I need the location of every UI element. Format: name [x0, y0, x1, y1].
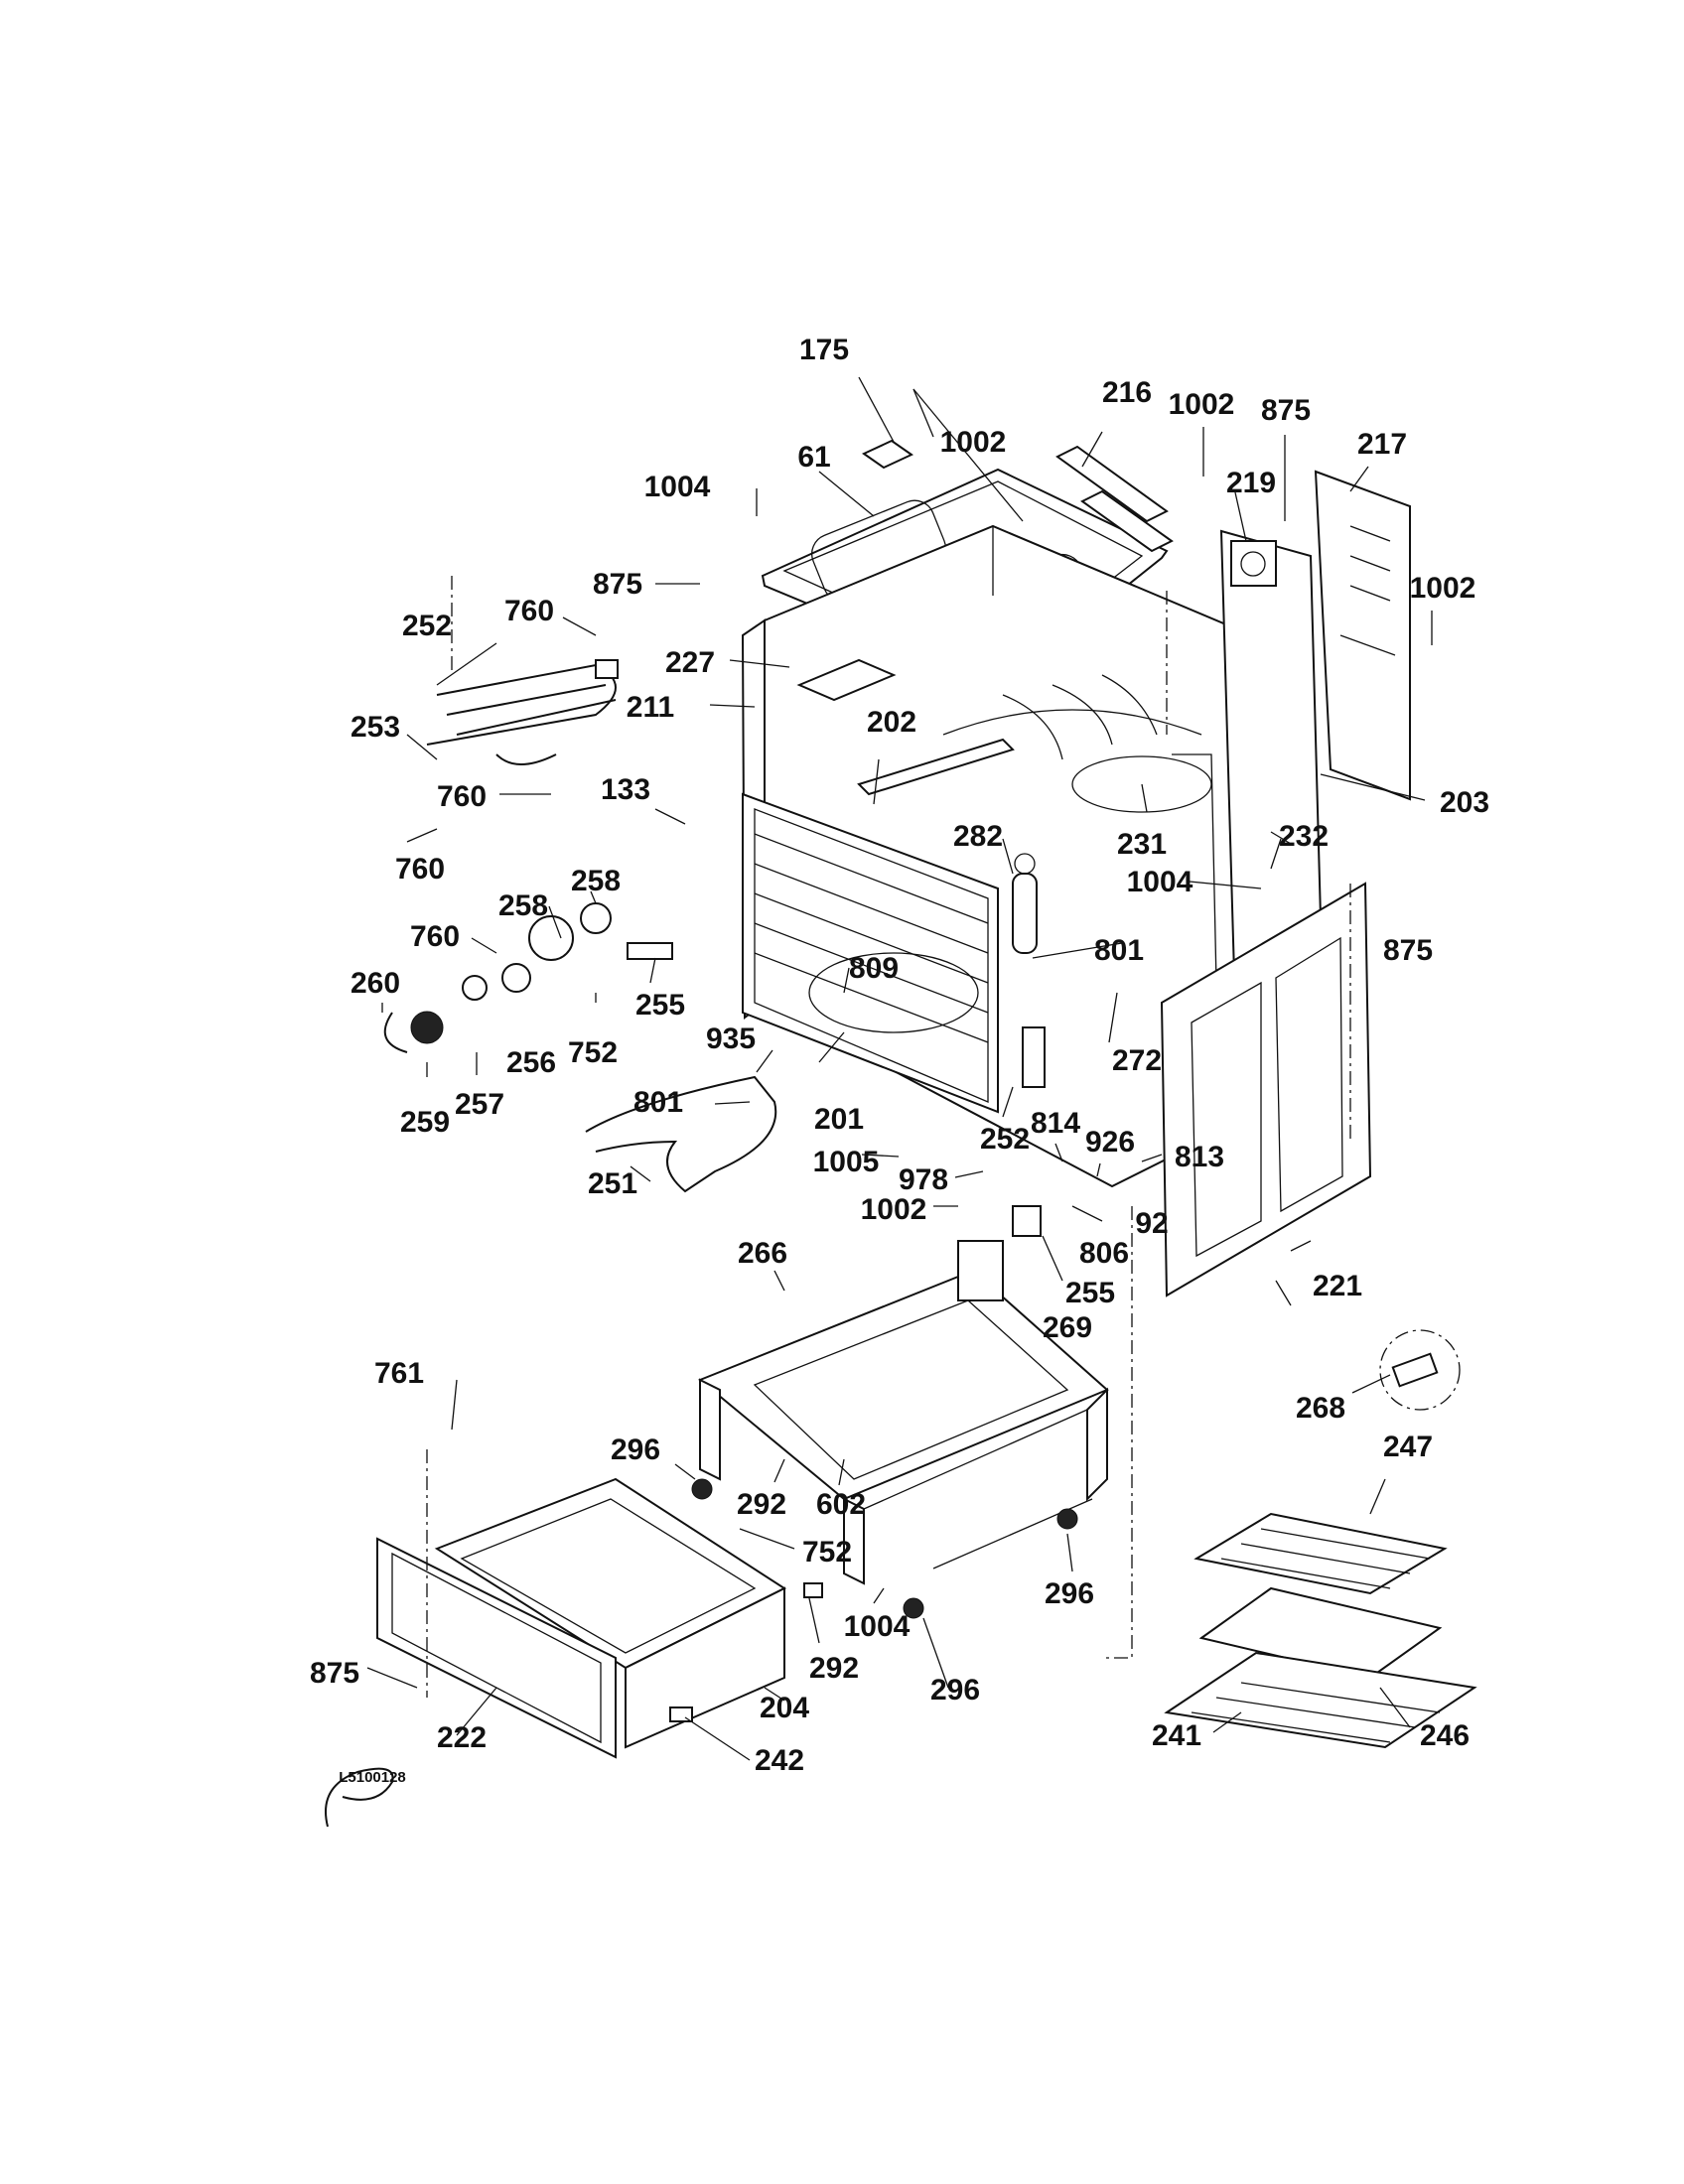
- label-246: 246: [1420, 1719, 1470, 1752]
- label-1004-top: 1004: [644, 471, 711, 503]
- label-875-right: 875: [1383, 934, 1433, 967]
- leader-lines: [366, 376, 1433, 1761]
- label-1004-mid: 1004: [1127, 866, 1193, 898]
- label-809: 809: [849, 952, 899, 985]
- label-752-left: 752: [568, 1036, 618, 1069]
- label-257: 257: [455, 1088, 504, 1121]
- vent-rail: [1055, 445, 1174, 553]
- label-242: 242: [755, 1744, 804, 1777]
- bake-element: [585, 1075, 777, 1193]
- light-assembly: [383, 902, 673, 1053]
- label-219: 219: [1226, 467, 1276, 499]
- label-133: 133: [601, 773, 650, 806]
- label-251: 251: [588, 1167, 637, 1200]
- label-258-a: 258: [571, 865, 621, 897]
- label-978: 978: [899, 1163, 948, 1196]
- label-255-left: 255: [635, 989, 685, 1022]
- junction-box: [1230, 540, 1277, 587]
- label-266: 266: [738, 1237, 787, 1270]
- label-256: 256: [506, 1046, 556, 1079]
- label-268: 268: [1296, 1392, 1345, 1425]
- part-labels: 175 1002 61 1004 216 1002 875 217 219 10…: [310, 334, 1489, 1786]
- label-202: 202: [867, 706, 916, 739]
- logo-code: L5100128: [339, 1769, 406, 1786]
- label-875-topright: 875: [1261, 394, 1311, 427]
- label-241: 241: [1152, 1719, 1201, 1752]
- label-260: 260: [351, 967, 400, 1000]
- label-875-left: 875: [593, 568, 642, 601]
- storage-drawer: [376, 1477, 787, 1759]
- label-1002-topright: 1002: [1169, 388, 1235, 421]
- label-216: 216: [1102, 376, 1152, 409]
- label-269: 269: [1043, 1311, 1092, 1344]
- label-203: 203: [1440, 786, 1489, 819]
- label-801-right: 801: [1094, 934, 1144, 967]
- door-hinge: [957, 1240, 1004, 1301]
- label-222: 222: [437, 1721, 487, 1754]
- label-1005: 1005: [813, 1146, 880, 1178]
- label-760-mid: 760: [437, 780, 487, 813]
- broiler-pan-and-rack: [1164, 1512, 1477, 1749]
- label-1002-right: 1002: [1410, 572, 1476, 605]
- label-258-b: 258: [498, 889, 548, 922]
- label-232: 232: [1279, 820, 1329, 853]
- detail-circle: [1379, 1329, 1461, 1411]
- label-296-c: 296: [930, 1674, 980, 1706]
- label-221: 221: [1313, 1270, 1362, 1302]
- label-252-left: 252: [402, 610, 452, 642]
- label-217: 217: [1357, 428, 1407, 461]
- label-92: 92: [1135, 1207, 1168, 1240]
- cover-plate: [862, 439, 913, 470]
- logo-swirl: [325, 1767, 394, 1828]
- drawer-support: [698, 1269, 1109, 1585]
- label-761: 761: [374, 1357, 424, 1390]
- label-926: 926: [1085, 1126, 1135, 1159]
- label-806: 806: [1079, 1237, 1129, 1270]
- label-231: 231: [1117, 828, 1167, 861]
- label-760-top: 760: [504, 595, 554, 627]
- label-292-b: 292: [809, 1652, 859, 1685]
- label-272: 272: [1112, 1044, 1162, 1077]
- label-259: 259: [400, 1106, 450, 1139]
- label-252-mid: 252: [980, 1123, 1030, 1156]
- label-813: 813: [1175, 1141, 1224, 1173]
- side-panel: [1160, 882, 1372, 1297]
- label-201: 201: [814, 1103, 864, 1136]
- label-1002-top: 1002: [940, 426, 1007, 459]
- label-292-a: 292: [737, 1488, 786, 1521]
- label-255-mid: 255: [1065, 1277, 1115, 1309]
- label-602: 602: [816, 1488, 866, 1521]
- label-752-low: 752: [802, 1536, 852, 1569]
- label-814: 814: [1031, 1107, 1080, 1140]
- back-panel: [1314, 470, 1411, 801]
- label-211: 211: [627, 691, 674, 724]
- label-227: 227: [665, 646, 715, 679]
- label-1004-low: 1004: [844, 1610, 911, 1643]
- label-1002-mid: 1002: [861, 1193, 927, 1226]
- label-935: 935: [706, 1023, 756, 1055]
- label-253: 253: [351, 711, 400, 744]
- label-875-low: 875: [310, 1657, 359, 1690]
- label-175: 175: [799, 334, 849, 366]
- label-760-low: 760: [395, 853, 445, 886]
- label-61: 61: [797, 441, 830, 474]
- broil-element: [426, 659, 619, 765]
- label-282: 282: [953, 820, 1003, 853]
- label-760-side: 760: [410, 920, 460, 953]
- label-296-a: 296: [611, 1433, 660, 1466]
- label-247: 247: [1383, 1431, 1433, 1463]
- label-204: 204: [760, 1692, 809, 1724]
- label-296-b: 296: [1045, 1577, 1094, 1610]
- label-801-left: 801: [633, 1086, 683, 1119]
